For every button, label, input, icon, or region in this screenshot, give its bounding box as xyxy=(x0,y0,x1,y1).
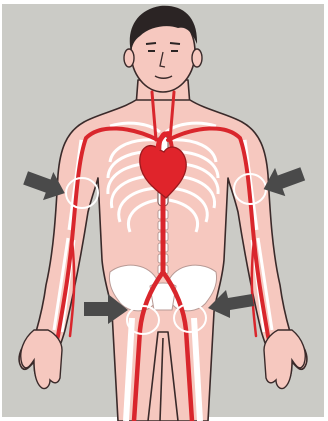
ear-right xyxy=(192,49,202,67)
ear-left xyxy=(124,49,134,67)
